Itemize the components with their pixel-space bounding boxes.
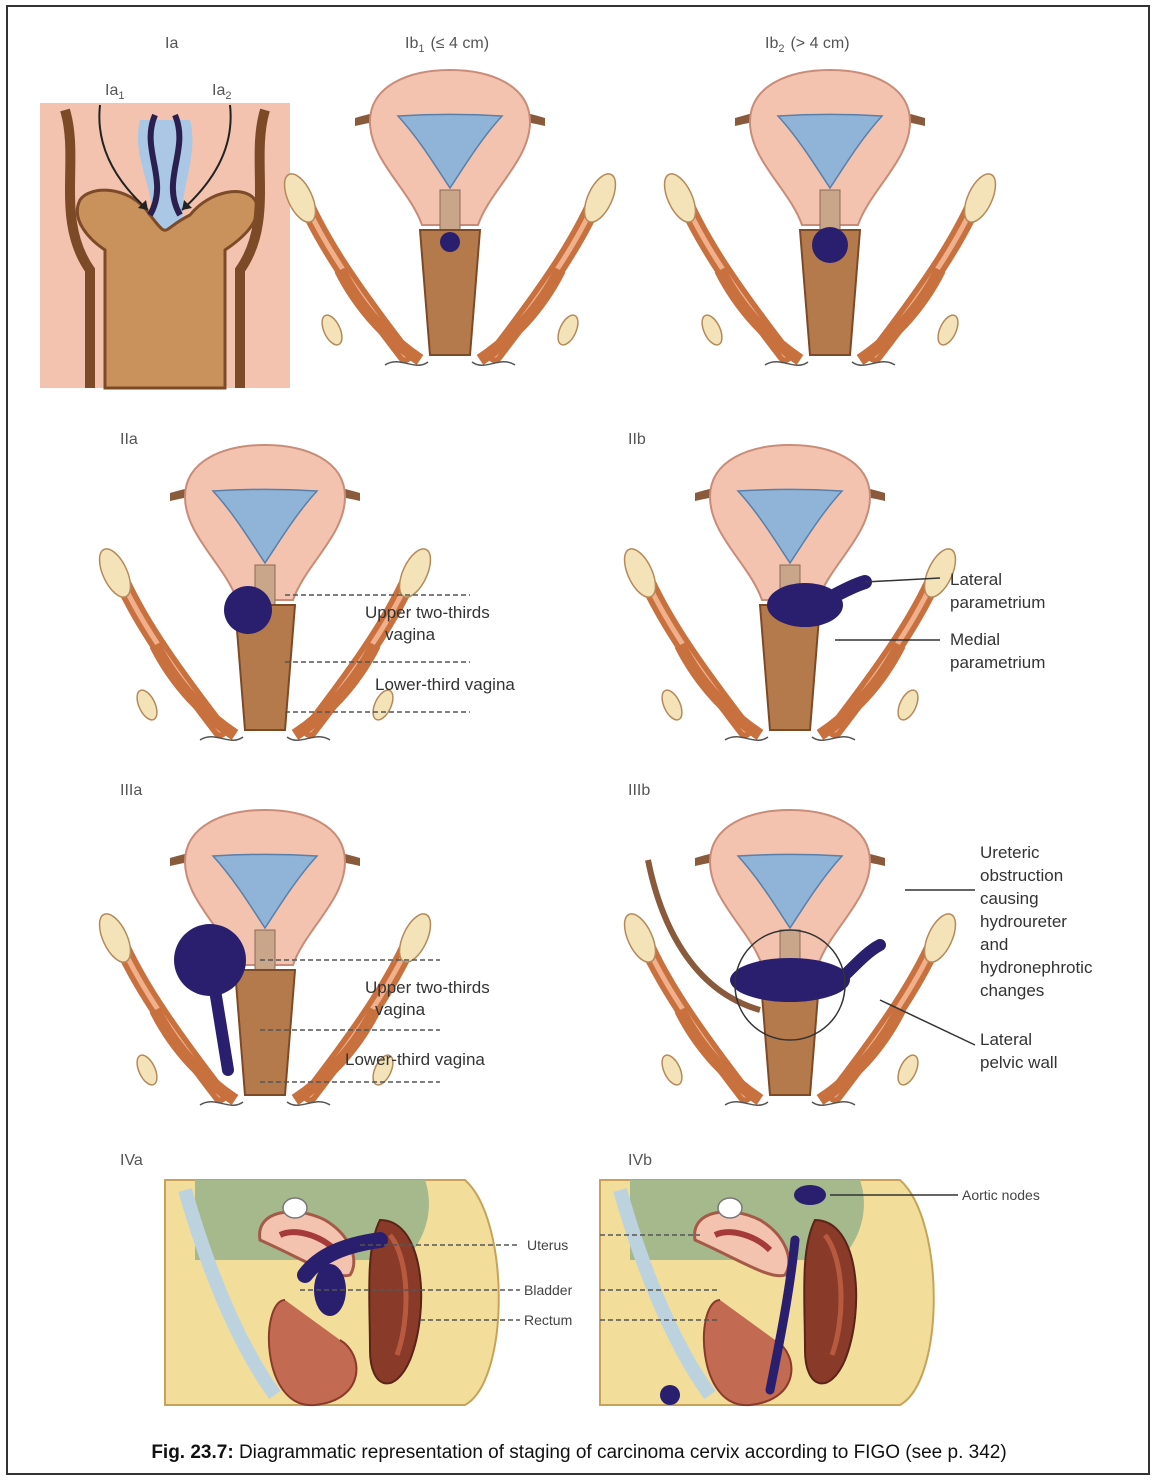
tumor-iiib [730,958,850,1002]
staging-diagram: Ia Ia1 Ia2 Ib1(≤ 4 cm) Ib2(> 4 cm) IIa U… [0,0,1158,1440]
stage-iib-panel: IIb Lateral parametrium Medial parametri… [618,431,1045,740]
stage-ia-label: Ia [165,35,178,52]
upper-two-thirds-label: Upper two-thirds [365,603,490,622]
stage-ib2-panel: Ib2(> 4 cm) [658,35,1002,365]
svg-text:causing: causing [980,889,1039,908]
svg-text:and: and [980,935,1008,954]
svg-text:changes: changes [980,981,1044,1000]
lateral-pelvic-wall-label: Lateral [980,1030,1032,1049]
stage-iia-label: IIa [120,431,138,448]
figure-caption: Fig. 23.7: Diagrammatic representation o… [0,1442,1158,1464]
svg-text:vagina: vagina [385,625,436,644]
stage-ivb-label: IVb [628,1152,652,1169]
stage-ia-panel: Ia Ia1 Ia2 [40,35,290,388]
tumor-ib2 [812,227,848,263]
ureteric-obstruction-label: Ureteric [980,843,1040,862]
stage-ia2-label: Ia2 [212,82,231,102]
medial-parametrium-label: Medial [950,630,1000,649]
stage-ib2-label: Ib2(> 4 cm) [765,35,850,55]
stage-ia1-label: Ia1 [105,82,124,102]
stage-iva-label: IVa [120,1152,143,1169]
rectum-label: Rectum [524,1312,572,1328]
uterus-label: Uterus [527,1237,568,1253]
stage-iiia-panel: IIIa Upper two-thirds vagina Lower-third… [93,782,490,1105]
svg-text:hydronephrotic: hydronephrotic [980,958,1093,977]
upper-two-thirds-iiia-label: Upper two-thirds [365,978,490,997]
bladder-label: Bladder [524,1282,573,1298]
aortic-nodes-label: Aortic nodes [962,1187,1040,1203]
stage-iia-panel: IIa Upper two-thirds vagina Lower-third … [93,431,515,740]
tumor-iia [224,586,272,634]
svg-text:parametrium: parametrium [950,593,1045,612]
stage-iva-panel: IVa Uterus Bladder Rectum [120,1152,573,1405]
stage-iiib-label: IIIb [628,782,650,799]
stage-ivb-panel: IVb Aortic nodes [600,1152,1040,1405]
svg-text:parametrium: parametrium [950,653,1045,672]
stage-ib1-label: Ib1(≤ 4 cm) [405,35,489,55]
svg-text:obstruction: obstruction [980,866,1063,885]
svg-text:pelvic wall: pelvic wall [980,1053,1057,1072]
lower-third-iiia-label: Lower-third vagina [345,1050,485,1069]
stage-iiia-label: IIIa [120,782,142,799]
figure-number: Fig. 23.7: [151,1442,233,1463]
caption-text: Diagrammatic representation of staging o… [234,1442,1007,1463]
lateral-parametrium-label: Lateral [950,570,1002,589]
stage-iiib-panel: IIIb Ureteric obstruction causing hydrou… [618,782,1093,1105]
svg-text:vagina: vagina [375,1000,426,1019]
svg-text:hydroureter: hydroureter [980,912,1067,931]
stage-iib-label: IIb [628,431,646,448]
stage-ib1-panel: Ib1(≤ 4 cm) [278,35,622,365]
lower-third-label: Lower-third vagina [375,675,515,694]
tumor-ib1 [440,232,460,252]
tumor-iiia [174,924,246,996]
